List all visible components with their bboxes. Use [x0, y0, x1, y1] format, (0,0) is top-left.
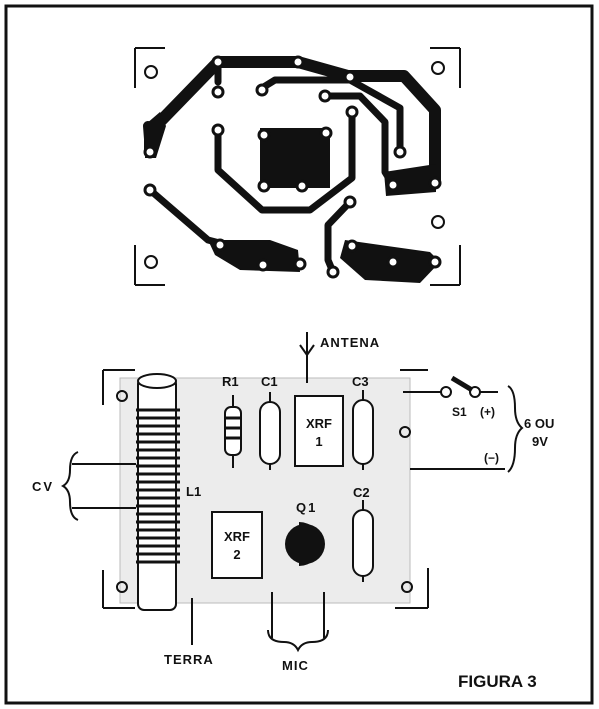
antenna-lead: [299, 332, 315, 383]
ground-label: TERRA: [164, 652, 214, 667]
antenna-label: ANTENA: [320, 335, 380, 350]
capacitor-c1: [259, 392, 281, 470]
component-layout: ANTENA L1 CV: [32, 332, 554, 673]
capacitor-c2: [352, 500, 374, 582]
choke-xrf2: [211, 511, 263, 579]
plus-label: (+): [480, 405, 495, 419]
figure-caption: FIGURA 3: [458, 672, 537, 691]
battery-brace: [507, 385, 524, 473]
capacitor-c3: [352, 390, 374, 470]
pcb-trace-layout: [134, 47, 461, 286]
xrf1-number: 1: [315, 434, 322, 449]
switch-s1: [403, 375, 498, 398]
battery-label-line1: 6 OU: [524, 416, 554, 431]
component-corner-marks: [102, 369, 429, 609]
s1-label: S1: [452, 405, 467, 419]
c3-label: C3: [352, 374, 369, 389]
q1-label: Q1: [296, 500, 317, 515]
pcb-corner-marks: [134, 47, 461, 286]
mic-label: MIC: [282, 658, 309, 673]
outer-border: [4, 4, 594, 705]
xrf2-number: 2: [233, 547, 240, 562]
component-mounting-holes: [116, 390, 413, 593]
xrf2-label: XRF: [224, 529, 250, 544]
c2-label: C2: [353, 485, 370, 500]
transistor-q1: [285, 522, 325, 566]
xrf1-label: XRF: [306, 416, 332, 431]
c1-label: C1: [261, 374, 278, 389]
battery-label-line2: 9V: [532, 434, 548, 449]
l1-label: L1: [186, 484, 201, 499]
coil-l1: [136, 373, 180, 611]
cv-leads: [60, 451, 136, 521]
cv-label: CV: [32, 479, 54, 494]
minus-label: (−): [484, 451, 499, 465]
pcb-drill-holes: [143, 55, 442, 279]
mic-leads: [267, 592, 329, 653]
r1-label: R1: [222, 374, 239, 389]
resistor-r1: [224, 395, 242, 468]
pcb-mounting-holes: [144, 61, 445, 269]
choke-xrf1: [294, 395, 344, 467]
